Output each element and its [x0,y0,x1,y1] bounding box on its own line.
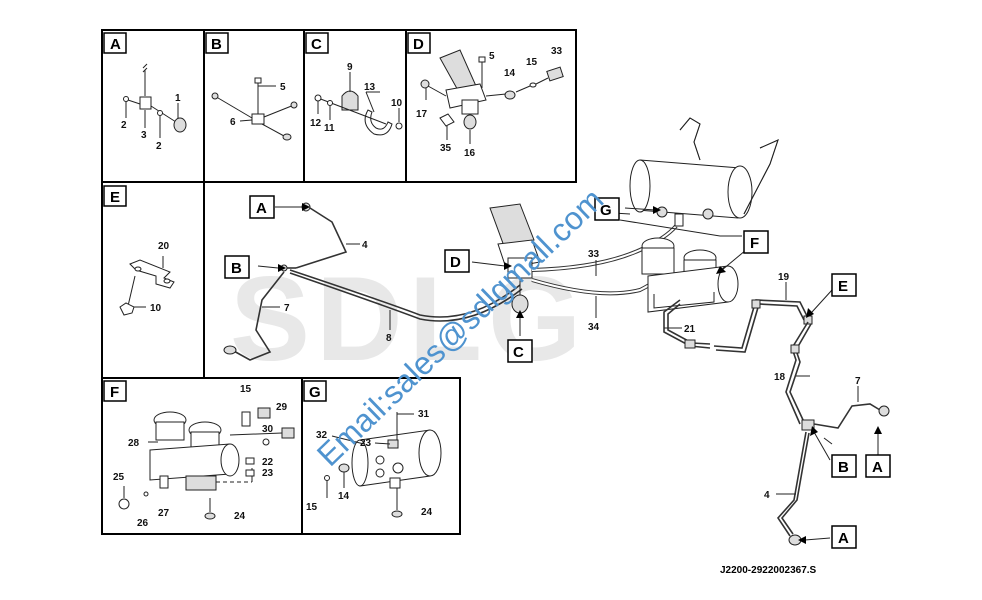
svg-text:E: E [110,189,120,206]
svg-text:B: B [838,459,849,476]
callout-B-6: 6 [230,117,236,128]
panel-D-drawing [420,49,564,144]
panel-F-drawing [118,407,295,520]
callout-D-15: 15 [526,57,538,68]
main-ref-A-top: A [249,195,275,219]
callout-D-14: 14 [504,68,516,79]
drawing-code: J2200-2922002367.S [720,565,817,576]
svg-text:C: C [513,344,524,361]
panel-label-G: G [303,380,327,402]
callout-F-29: 29 [276,402,288,413]
callout-F-24: 24 [234,511,246,522]
callout-G-24: 24 [421,507,433,518]
main-callout-34: 34 [588,322,600,333]
callout-G-14: 14 [338,491,350,502]
svg-text:D: D [450,254,461,271]
main-ref-B-left: B [224,255,250,279]
panel-G-drawing [324,412,442,518]
callout-C-10: 10 [391,98,403,109]
main-ref-G: G [594,197,620,221]
panel-frames [101,29,577,535]
callout-F-26: 26 [137,518,149,529]
svg-text:G: G [309,384,321,401]
panel-E-drawing [119,256,175,316]
callout-E-20: 20 [158,241,170,252]
callout-F-27: 27 [158,508,170,519]
callout-G-15: 15 [306,502,318,513]
callout-D-16: 16 [464,148,476,159]
main-ref-B-right: B [831,454,857,478]
svg-text:D: D [413,36,424,53]
callout-F-23: 23 [262,468,274,479]
panel-A-drawing [123,63,187,138]
svg-text:F: F [110,384,119,401]
main-ref-F: F [743,230,769,254]
callout-A-2b: 2 [156,141,162,152]
main-ref-A-right: A [865,454,891,478]
main-callout-4-bottom: 4 [764,490,770,501]
callout-C-13: 13 [364,82,376,93]
callout-C-12: 12 [310,118,322,129]
callout-D-35: 35 [440,143,452,154]
svg-text:A: A [838,530,849,547]
callout-F-22: 22 [262,457,274,468]
callout-F-15: 15 [240,384,252,395]
panel-label-D: D [407,32,431,54]
main-ref-A-bottom: A [831,525,857,549]
main-callout-7-left: 7 [284,303,290,314]
main-ref-E: E [831,273,857,297]
callout-F-28: 28 [128,438,140,449]
panel-label-B: B [205,32,229,54]
callout-C-9: 9 [347,62,353,73]
main-callout-18: 18 [774,372,786,383]
svg-text:F: F [750,235,759,252]
main-ref-C: C [507,339,533,363]
main-callout-8: 8 [386,333,392,344]
callout-D-17: 17 [416,109,428,120]
callout-G-31: 31 [418,409,430,420]
callout-A-2: 2 [121,120,127,131]
callout-G-23: 23 [360,438,372,449]
callout-D-5: 5 [489,51,495,62]
callout-A-1: 1 [175,93,181,104]
callout-B-5: 5 [280,82,286,93]
panel-label-A: A [103,32,127,54]
callout-C-11: 11 [324,123,335,134]
svg-text:B: B [231,260,242,277]
callout-D-33: 33 [551,46,563,57]
panel-label-E: E [103,185,127,207]
main-callout-21: 21 [684,324,696,335]
svg-text:A: A [110,36,121,53]
callout-F-25: 25 [113,472,125,483]
main-callout-7-right: 7 [855,376,861,387]
svg-text:A: A [256,200,267,217]
panel-B-drawing [211,77,298,141]
svg-text:A: A [872,459,883,476]
main-callout-19: 19 [778,272,790,283]
panel-label-C: C [305,32,329,54]
main-ref-D: D [444,249,470,273]
main-callout-33: 33 [588,249,600,260]
svg-text:E: E [838,278,848,295]
svg-text:G: G [600,202,612,219]
callout-A-3: 3 [141,130,147,141]
main-callout-4-top: 4 [362,240,368,251]
svg-text:B: B [211,36,222,53]
panel-label-F: F [103,380,127,402]
panel-C-drawing [314,72,403,136]
svg-text:C: C [311,36,322,53]
callout-G-32: 32 [316,430,328,441]
callout-E-10: 10 [150,303,162,314]
main-leader-lines [257,203,882,544]
callout-F-30: 30 [262,424,274,435]
